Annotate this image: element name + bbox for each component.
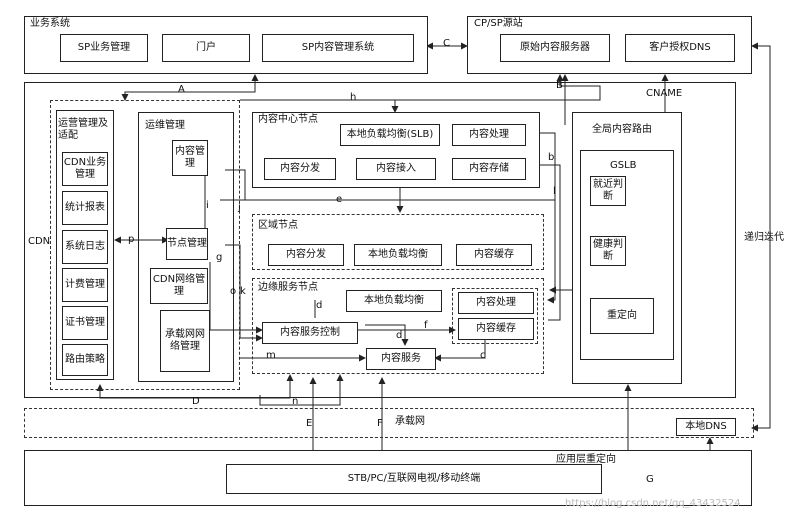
letter-B: B — [556, 80, 563, 91]
letter-j: j — [238, 202, 241, 213]
letter-d: d — [316, 300, 323, 311]
link-d — [365, 324, 409, 346]
content-mgmt-box: 内容管理 — [172, 140, 208, 176]
link-a — [121, 74, 259, 101]
letter-b: b — [548, 152, 555, 163]
letter-f: f — [424, 320, 428, 331]
letter-g: g — [216, 252, 223, 263]
letter-G: G — [646, 474, 654, 485]
region-node-panel — [252, 214, 544, 270]
gslb-title: GSLB — [610, 160, 637, 171]
cpsp-origin-title: CP/SP源站 — [474, 18, 523, 29]
link-k — [209, 262, 263, 334]
ops-adapt-title: 运营管理及适配 — [58, 118, 108, 141]
ops-item-system-log: 系统日志 — [62, 230, 108, 264]
terminal-box: STB/PC/互联网电视/移动终端 — [226, 464, 602, 494]
center-node-panel — [252, 112, 540, 188]
ops-maint-title: 运维管理 — [145, 120, 185, 131]
letter-p: p — [128, 234, 135, 245]
ops-maint-panel — [138, 112, 234, 382]
center-proc-box: 内容处理 — [452, 124, 526, 146]
edge-service-box: 内容服务 — [366, 348, 436, 370]
letter-E: E — [306, 418, 313, 429]
edge-cache-box: 内容缓存 — [458, 318, 534, 340]
link-n — [259, 374, 344, 406]
link-j — [225, 169, 246, 200]
local-dns-box: 本地DNS — [676, 418, 736, 436]
global-routing-title: 全局内容路由 — [592, 124, 652, 135]
center-slb-box: 本地负载均衡(SLB) — [340, 124, 440, 146]
cdn-net-mgmt-box: CDN网络管理 — [150, 268, 208, 304]
center-distribute-box: 内容分发 — [264, 158, 336, 180]
edge-proc-box: 内容处理 — [458, 292, 534, 314]
ops-item-statistics: 统计报表 — [62, 191, 108, 225]
link-g — [225, 244, 263, 342]
letter-c: c — [480, 350, 486, 361]
letter-F: F — [377, 418, 383, 429]
letter-D: D — [192, 396, 200, 407]
label-recursive: 递归迭代 — [744, 232, 784, 243]
center-node-title: 内容中心节点 — [258, 114, 318, 125]
sp-business-mgmt-box: SP业务管理 — [60, 34, 148, 62]
sp-content-mgmt-box: SP内容管理系统 — [262, 34, 414, 62]
center-ingest-box: 内容接入 — [356, 158, 436, 180]
ops-item-certificate: 证书管理 — [62, 306, 108, 340]
letter-e: e — [336, 194, 343, 205]
redirect-box: 重定向 — [590, 298, 654, 334]
letter-C: C — [443, 38, 450, 49]
link-recursive — [751, 42, 771, 432]
link-b2 — [540, 132, 556, 304]
link-l — [540, 164, 561, 321]
link-d-bottom — [96, 374, 294, 399]
edge-proc-box-outer — [452, 288, 538, 344]
bearer-network-label: 承载网 — [395, 416, 425, 427]
edge-lb-box: 本地负载均衡 — [346, 290, 442, 312]
region-node-title: 区域节点 — [258, 220, 298, 231]
portal-box: 门户 — [162, 34, 250, 62]
letter-d2: d — [396, 330, 403, 341]
bearer-network-band — [24, 408, 754, 438]
letter-A: A — [178, 84, 185, 95]
letter-n: n — [292, 396, 299, 407]
region-distribute-box: 内容分发 — [268, 244, 344, 266]
edge-node-title: 边缘服务节点 — [258, 282, 318, 293]
letter-o: o — [230, 286, 237, 297]
edge-node-panel — [252, 278, 544, 374]
origin-server-box: 原始内容服务器 — [500, 34, 610, 62]
label-cname: CNAME — [646, 88, 683, 99]
center-storage-box: 内容存储 — [452, 158, 526, 180]
letter-k: k — [240, 286, 246, 297]
label-app-redirect: 应用层重定向 — [556, 454, 616, 465]
node-mgmt-box: 节点管理 — [166, 228, 208, 260]
edge-service-ctrl-box: 内容服务控制 — [262, 322, 358, 344]
health-judge-box: 健康判断 — [590, 236, 626, 266]
ops-item-routing: 路由策略 — [62, 344, 108, 376]
letter-h: h — [350, 92, 357, 103]
ops-item-billing: 计费管理 — [62, 268, 108, 302]
cdn-panel — [24, 82, 736, 398]
region-cache-box: 内容缓存 — [456, 244, 532, 266]
bearer-net-mgmt-box: 承载网网络管理 — [160, 310, 210, 372]
watermark: https://blog.csdn.net/qq_43432524 — [565, 498, 741, 509]
link-c2 — [434, 340, 486, 362]
ops-item-cdn-business: CDN业务管理 — [62, 152, 108, 186]
letter-l: l — [553, 186, 556, 197]
letter-i: i — [206, 200, 209, 211]
ops-adapt-panel — [50, 100, 240, 390]
region-lb-box: 本地负载均衡 — [354, 244, 442, 266]
nearby-judge-box: 就近判断 — [590, 176, 626, 206]
letter-m: m — [266, 350, 276, 361]
business-system-title: 业务系统 — [30, 18, 70, 29]
cdn-label: CDN — [28, 236, 51, 247]
client-auth-dns-box: 客户授权DNS — [625, 34, 735, 62]
